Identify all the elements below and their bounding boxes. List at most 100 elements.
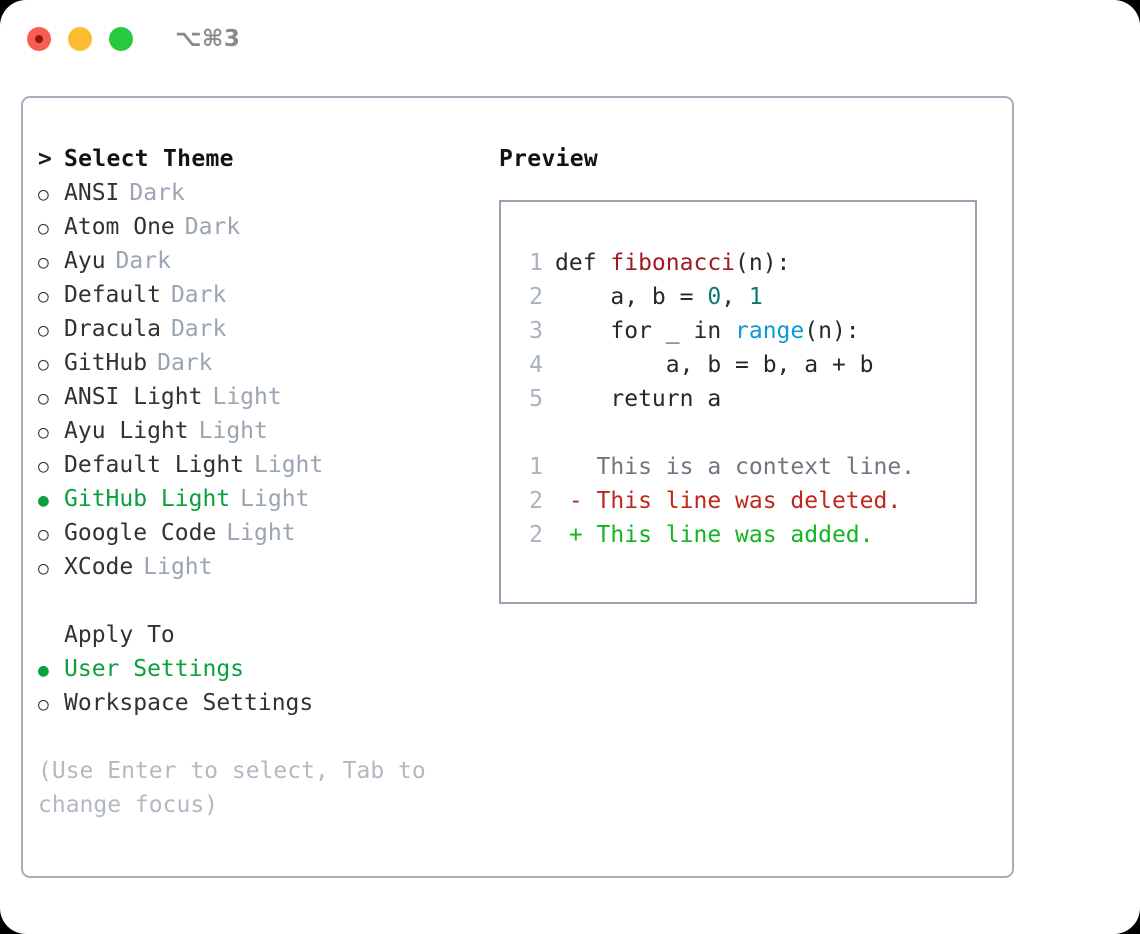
preview-panel: Preview 1 def fibonacci(n): 2 a, b = 0, … bbox=[499, 146, 999, 604]
line-number: 2 bbox=[529, 488, 543, 514]
line-number: 1 bbox=[529, 250, 543, 276]
diff-line-context: 1 This is a context line. bbox=[515, 454, 975, 488]
theme-name: ANSI bbox=[64, 180, 120, 206]
code-token: return a bbox=[555, 386, 722, 412]
apply-to-label: Workspace Settings bbox=[64, 690, 314, 716]
diff-content: This is a context line. bbox=[555, 454, 916, 480]
theme-variant-tag: Dark bbox=[115, 248, 171, 274]
theme-list-item[interactable]: ○ ANSI Dark bbox=[38, 180, 478, 214]
code-token-function: fibonacci bbox=[610, 250, 736, 276]
code-line: 4 a, b = b, a + b bbox=[515, 352, 975, 386]
theme-list-item-selected[interactable]: ● GitHub Light Light bbox=[38, 486, 478, 520]
code-token: a, b = bbox=[555, 284, 708, 310]
section-spacer bbox=[38, 588, 478, 622]
radio-unselected-icon[interactable]: ○ bbox=[38, 694, 49, 715]
diff-content: - This line was deleted. bbox=[555, 488, 902, 514]
theme-list-item[interactable]: ○ Atom One Dark bbox=[38, 214, 478, 248]
radio-selected-icon[interactable]: ● bbox=[38, 660, 49, 681]
radio-unselected-icon[interactable]: ○ bbox=[38, 218, 49, 239]
theme-name: Default bbox=[64, 282, 161, 308]
code-line: 2 a, b = 0, 1 bbox=[515, 284, 975, 318]
theme-name: GitHub Light bbox=[64, 486, 231, 512]
radio-selected-icon[interactable]: ● bbox=[38, 490, 49, 511]
radio-unselected-icon[interactable]: ○ bbox=[38, 320, 49, 341]
radio-unselected-icon[interactable]: ○ bbox=[38, 286, 49, 307]
theme-list-item[interactable]: ○ ANSI Light Light bbox=[38, 384, 478, 418]
close-icon bbox=[35, 35, 43, 43]
theme-variant-tag: Dark bbox=[170, 282, 227, 308]
apply-to-item-user-settings[interactable]: ● User Settings bbox=[38, 656, 478, 690]
code-content: def fibonacci(n): bbox=[555, 250, 790, 276]
code-token-number: 0 bbox=[707, 284, 722, 310]
theme-variant-tag: Light bbox=[254, 452, 324, 478]
code-token: for _ in bbox=[555, 318, 736, 344]
diff-line-added: 2 + This line was added. bbox=[515, 522, 975, 556]
title-bar: ⌥⌘3 bbox=[0, 0, 1140, 78]
theme-selection-panel: > Select Theme ○ ANSI Dark ○ Atom One Da… bbox=[38, 146, 478, 822]
line-number: 5 bbox=[529, 386, 543, 412]
code-token: (n): bbox=[735, 250, 791, 276]
theme-name: Ayu Light bbox=[64, 418, 189, 444]
theme-variant-tag: Dark bbox=[170, 316, 227, 342]
theme-name: Google Code bbox=[64, 520, 217, 546]
diff-content: + This line was added. bbox=[555, 522, 874, 548]
theme-name: Atom One bbox=[64, 214, 175, 240]
traffic-lights bbox=[27, 27, 133, 51]
theme-list-item[interactable]: ○ Dracula Dark bbox=[38, 316, 478, 350]
theme-variant-tag: Light bbox=[240, 486, 310, 512]
theme-list-item[interactable]: ○ Default Light Light bbox=[38, 452, 478, 486]
select-theme-header: > Select Theme bbox=[38, 146, 478, 180]
radio-unselected-icon[interactable]: ○ bbox=[38, 388, 49, 409]
code-blank-line bbox=[515, 420, 975, 454]
apply-to-item-workspace-settings[interactable]: ○ Workspace Settings bbox=[38, 690, 478, 724]
line-number: 4 bbox=[529, 352, 543, 378]
minimize-window-button[interactable] bbox=[68, 27, 92, 51]
code-token-builtin: range bbox=[735, 318, 805, 344]
code-content: a, b = b, a + b bbox=[555, 352, 874, 378]
radio-unselected-icon[interactable]: ○ bbox=[38, 558, 49, 579]
code-line: 1 def fibonacci(n): bbox=[515, 250, 975, 284]
code-content: return a bbox=[555, 386, 721, 412]
theme-list-item[interactable]: ○ Google Code Light bbox=[38, 520, 478, 554]
select-theme-title: Select Theme bbox=[64, 146, 234, 172]
theme-name: GitHub bbox=[64, 350, 148, 376]
theme-variant-tag: Light bbox=[212, 384, 282, 410]
apply-to-label: User Settings bbox=[64, 656, 245, 682]
code-token-number: 1 bbox=[748, 284, 763, 310]
theme-list-item[interactable]: ○ XCode Light bbox=[38, 554, 478, 588]
theme-list-item[interactable]: ○ Ayu Light Light bbox=[38, 418, 478, 452]
preview-title: Preview bbox=[499, 146, 599, 172]
close-window-button[interactable] bbox=[27, 27, 51, 51]
keyboard-hint-text: (Use Enter to select, Tab to change focu… bbox=[38, 758, 440, 818]
keyboard-shortcut-label: ⌥⌘3 bbox=[175, 26, 241, 52]
radio-unselected-icon[interactable]: ○ bbox=[38, 252, 49, 273]
apply-to-title: Apply To bbox=[64, 622, 175, 648]
theme-name: Default Light bbox=[64, 452, 245, 478]
radio-unselected-icon[interactable]: ○ bbox=[38, 354, 49, 375]
code-line: 5 return a bbox=[515, 386, 975, 420]
code-line: 3 for _ in range(n): bbox=[515, 318, 975, 352]
code-token: a, b = b, a + b bbox=[555, 352, 874, 378]
theme-list-item[interactable]: ○ Default Dark bbox=[38, 282, 478, 316]
radio-unselected-icon[interactable]: ○ bbox=[38, 456, 49, 477]
radio-unselected-icon[interactable]: ○ bbox=[38, 184, 49, 205]
diff-line-deleted: 2 - This line was deleted. bbox=[515, 488, 975, 522]
line-number: 3 bbox=[529, 318, 543, 344]
dialog-frame: > Select Theme ○ ANSI Dark ○ Atom One Da… bbox=[21, 96, 1014, 878]
caret-icon: > bbox=[38, 146, 52, 172]
code-content: for _ in range(n): bbox=[555, 318, 860, 344]
code-token: , bbox=[721, 284, 749, 310]
maximize-window-button[interactable] bbox=[109, 27, 133, 51]
code-content: a, b = 0, 1 bbox=[555, 284, 763, 310]
theme-list-item[interactable]: ○ GitHub Dark bbox=[38, 350, 478, 384]
preview-code-box: 1 def fibonacci(n): 2 a, b = 0, 1 3 for … bbox=[499, 200, 977, 604]
theme-variant-tag: Dark bbox=[184, 214, 241, 240]
code-token: def bbox=[555, 250, 611, 276]
theme-variant-tag: Light bbox=[198, 418, 268, 444]
code-token: (n): bbox=[804, 318, 860, 344]
radio-unselected-icon[interactable]: ○ bbox=[38, 422, 49, 443]
theme-list-item[interactable]: ○ Ayu Dark bbox=[38, 248, 478, 282]
theme-variant-tag: Light bbox=[226, 520, 296, 546]
radio-unselected-icon[interactable]: ○ bbox=[38, 524, 49, 545]
